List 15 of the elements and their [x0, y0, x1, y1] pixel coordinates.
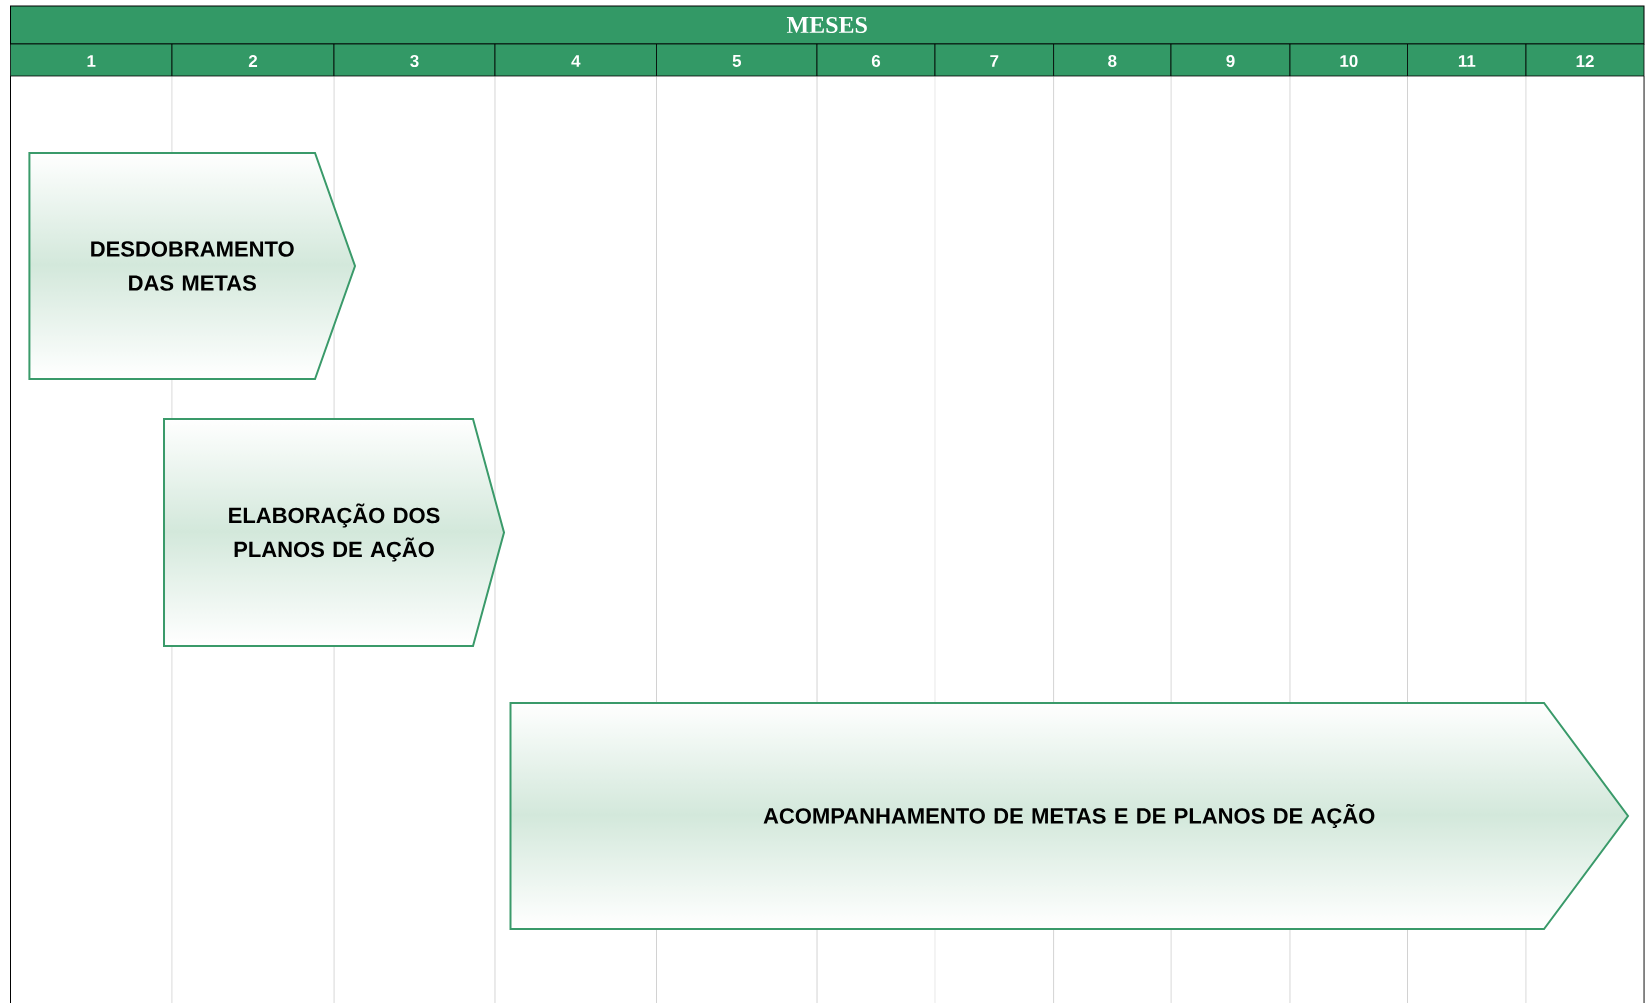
arrow-box: DESDOBRAMENTO DAS METAS — [28, 152, 357, 380]
month-cell: 11 — [1407, 43, 1527, 77]
arrow-box: ELABORAÇÃO DOS PLANOS DE AÇÃO — [163, 418, 506, 647]
month-cell: 4 — [494, 43, 657, 77]
month-cell: 9 — [1170, 43, 1291, 77]
arrow-box: ACOMPANHAMENTO DE METAS E DE PLANOS DE AÇÃO — [509, 702, 1630, 930]
month-cell: 10 — [1289, 43, 1408, 77]
month-cell: 6 — [816, 43, 936, 77]
month-cell: 8 — [1053, 43, 1172, 77]
month-cell: 3 — [333, 43, 496, 77]
month-cell: 5 — [656, 43, 818, 77]
month-cell: 7 — [934, 43, 1054, 77]
month-cell: 2 — [171, 43, 335, 77]
month-cell: 1 — [10, 43, 173, 77]
month-cell: 12 — [1525, 43, 1645, 77]
